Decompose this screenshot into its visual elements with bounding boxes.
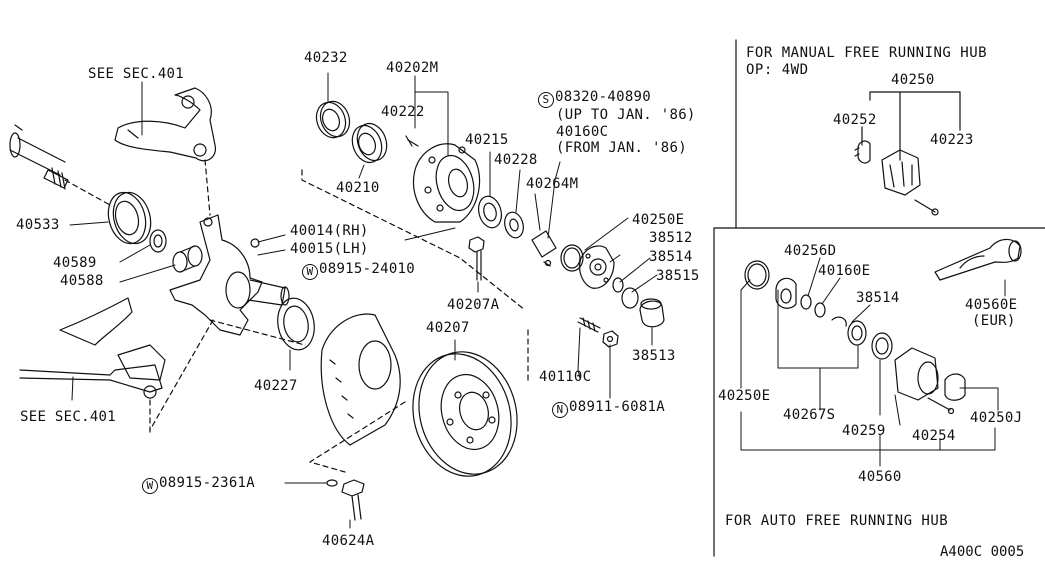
bearing-40215-icon	[477, 195, 503, 229]
bolt-40207a-icon	[468, 236, 485, 281]
part-40223[interactable]: 40223	[930, 132, 974, 148]
seal-40227-icon	[277, 297, 315, 351]
nut-icon	[602, 330, 619, 348]
washer-40228-icon	[504, 211, 524, 239]
lower-arm-icon	[19, 297, 166, 399]
part-40215[interactable]: 40215	[465, 132, 509, 148]
part-40228[interactable]: 40228	[494, 152, 538, 168]
part-40202m[interactable]: 40202M	[386, 60, 439, 76]
bearing-40210-icon	[351, 122, 388, 164]
bearing-40232-icon	[315, 100, 351, 139]
part-40160e[interactable]: 40160E	[818, 263, 871, 279]
part-40110c[interactable]: 40110C	[539, 369, 592, 385]
auto-hub-parts	[744, 238, 1022, 415]
seal-38515-icon	[621, 287, 639, 309]
part-40560e-note: (EUR)	[972, 313, 1016, 329]
part-40015-lh[interactable]: 40015(LH)	[290, 241, 369, 257]
part-40533[interactable]: 40533	[16, 217, 60, 233]
part-40624a[interactable]: 40624A	[322, 533, 375, 549]
fastener-code: 08915-24010	[319, 261, 416, 277]
knuckle-icon	[169, 214, 290, 336]
part-40160c[interactable]: 40160C	[556, 124, 609, 140]
part-38514-auto[interactable]: 38514	[856, 290, 900, 306]
auto-hub-leaders	[740, 257, 1006, 467]
snap-ring-40250e-icon	[560, 244, 584, 272]
seal-40589-icon	[149, 229, 167, 253]
part-40250e-top[interactable]: 40250E	[632, 212, 685, 228]
upper-arm-icon	[114, 87, 217, 162]
fastener-code: 08911-6081A	[569, 399, 666, 415]
fastener-type-marker: W	[302, 264, 318, 280]
part-40207[interactable]: 40207	[426, 320, 470, 336]
washer-38514-icon	[612, 277, 624, 293]
fastener-type-marker: W	[142, 478, 158, 494]
part-38514-top[interactable]: 38514	[649, 249, 693, 265]
part-40264m[interactable]: 40264M	[526, 176, 579, 192]
part-40254[interactable]: 40254	[912, 428, 956, 444]
leader-lines	[69, 72, 658, 529]
fastener-type-marker: N	[552, 402, 568, 418]
lock-40264m-icon	[531, 230, 557, 267]
section-frame	[713, 39, 1045, 557]
stud-40110c-icon	[577, 317, 601, 333]
see-section-top[interactable]: SEE SEC.401	[88, 66, 185, 82]
manual-hub-option: OP: 4WD	[746, 62, 809, 78]
part-40252[interactable]: 40252	[833, 112, 877, 128]
part-40207a[interactable]: 40207A	[447, 297, 500, 313]
part-40250[interactable]: 40250	[891, 72, 935, 88]
part-40267s[interactable]: 40267S	[783, 407, 836, 423]
manual-hub-parts	[854, 91, 961, 216]
part-40250j[interactable]: 40250J	[970, 410, 1023, 426]
manual-hub-title: FOR MANUAL FREE RUNNING HUB	[746, 45, 988, 61]
lock-hub-38512-icon	[579, 245, 615, 289]
part-40560e[interactable]: 40560E	[965, 297, 1018, 313]
bushing-40588-icon	[172, 245, 203, 273]
part-08320-note: (UP TO JAN. '86)	[556, 107, 696, 123]
fastener-type-marker: S	[538, 92, 554, 108]
part-38515[interactable]: 38515	[656, 268, 700, 284]
part-40014-rh[interactable]: 40014(RH)	[290, 223, 369, 239]
part-40250e-auto[interactable]: 40250E	[718, 388, 771, 404]
part-40259[interactable]: 40259	[842, 423, 886, 439]
part-40589[interactable]: 40589	[53, 255, 97, 271]
part-38512[interactable]: 38512	[649, 230, 693, 246]
backing-plate-icon	[320, 313, 401, 446]
hub-40202m-icon	[405, 135, 481, 223]
diagram-code: A400C 0005	[940, 544, 1025, 560]
guide-lines-right	[309, 329, 529, 473]
part-40222[interactable]: 40222	[381, 104, 425, 120]
part-40227[interactable]: 40227	[254, 378, 298, 394]
bolt-40624a-icon	[341, 479, 365, 521]
fastener-code: 08320-40890	[555, 89, 652, 105]
part-38513[interactable]: 38513	[632, 348, 676, 364]
fastener-code: 08915-2361A	[159, 475, 256, 491]
part-40588[interactable]: 40588	[60, 273, 104, 289]
guide-lines-left	[64, 159, 526, 433]
bearing-40533-icon	[107, 191, 152, 245]
drive-shaft-icon	[9, 124, 69, 190]
part-40160c-note: (FROM JAN. '86)	[556, 140, 687, 156]
part-40256d[interactable]: 40256D	[784, 243, 837, 259]
see-section-bottom[interactable]: SEE SEC.401	[20, 409, 117, 425]
part-40210[interactable]: 40210	[336, 180, 380, 196]
rotor-40207-icon	[412, 351, 518, 477]
part-40232[interactable]: 40232	[304, 50, 348, 66]
washer-08915-icon	[326, 479, 338, 487]
auto-hub-title: FOR AUTO FREE RUNNING HUB	[725, 513, 949, 529]
part-40560[interactable]: 40560	[858, 469, 902, 485]
cap-38513-icon	[639, 298, 665, 328]
